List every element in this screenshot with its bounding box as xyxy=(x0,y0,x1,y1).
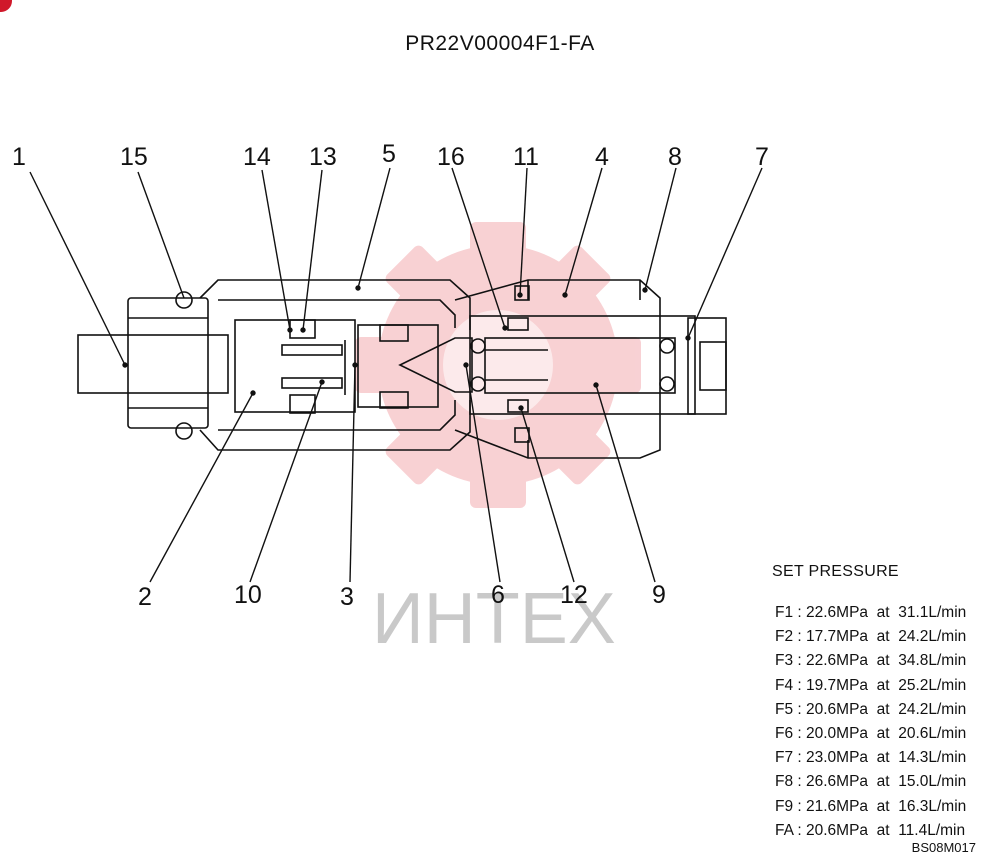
watermark-hub xyxy=(443,310,553,420)
o-rings xyxy=(175,291,675,440)
drawing-code: BS08M017 xyxy=(911,840,976,855)
part-number-14: 14 xyxy=(243,143,271,171)
part-number-11: 11 xyxy=(513,143,539,171)
piston-chamber xyxy=(234,319,356,413)
watermark-text: ИНТЕХ xyxy=(372,579,616,659)
part-number-4: 4 xyxy=(595,143,609,171)
spring xyxy=(484,337,676,394)
part-number-10: 10 xyxy=(234,581,262,609)
set-pressure-row: F6 : 20.0MPa at 20.6L/min xyxy=(775,725,967,743)
part-number-12: 12 xyxy=(560,581,588,609)
set-pressure-row: F5 : 20.6MPa at 24.2L/min xyxy=(775,700,967,718)
set-pressure-row: F1 : 22.6MPa at 31.1L/min xyxy=(775,604,967,621)
part-number-7: 7 xyxy=(755,143,769,171)
part-number-13: 13 xyxy=(309,143,337,171)
part-number-9: 9 xyxy=(652,581,666,609)
part-number-1: 1 xyxy=(12,143,26,171)
part-number-3: 3 xyxy=(340,583,354,611)
inlet-nut xyxy=(127,297,209,429)
part-number-6: 6 xyxy=(491,581,505,609)
valve-body xyxy=(77,279,727,459)
set-pressure-heading: SET PRESSURE xyxy=(772,563,899,580)
part-number-5: 5 xyxy=(382,140,396,168)
part-number-2: 2 xyxy=(138,583,152,611)
spring-housing xyxy=(469,315,696,415)
set-pressure-row: F4 : 19.7MPa at 25.2L/min xyxy=(775,676,967,694)
poppet-cone xyxy=(398,337,473,393)
leader-lines xyxy=(29,167,763,583)
part-number-8: 8 xyxy=(668,143,682,171)
drawing-title: PR22V00004F1-FA xyxy=(405,32,595,55)
adjust-cap xyxy=(687,317,727,415)
set-pressure-row: F9 : 21.6MPa at 16.3L/min xyxy=(775,797,967,815)
part-number-15: 15 xyxy=(120,143,148,171)
set-pressure-row: F3 : 22.6MPa at 34.8L/min xyxy=(775,652,967,670)
set-pressure-row: FA : 20.6MPa at 11.4L/min xyxy=(775,821,966,839)
set-pressure-row: F2 : 17.7MPa at 24.2L/min xyxy=(775,628,967,646)
set-pressure-table: F1 : 22.6MPa at 31.1L/min F2 : 17.7MPa a… xyxy=(775,601,966,843)
part-number-16: 16 xyxy=(437,143,465,171)
set-pressure-row: F8 : 26.6MPa at 15.0L/min xyxy=(775,773,967,791)
set-pressure-row: F7 : 23.0MPa at 14.3L/min xyxy=(775,749,967,767)
inlet-port xyxy=(77,334,229,394)
